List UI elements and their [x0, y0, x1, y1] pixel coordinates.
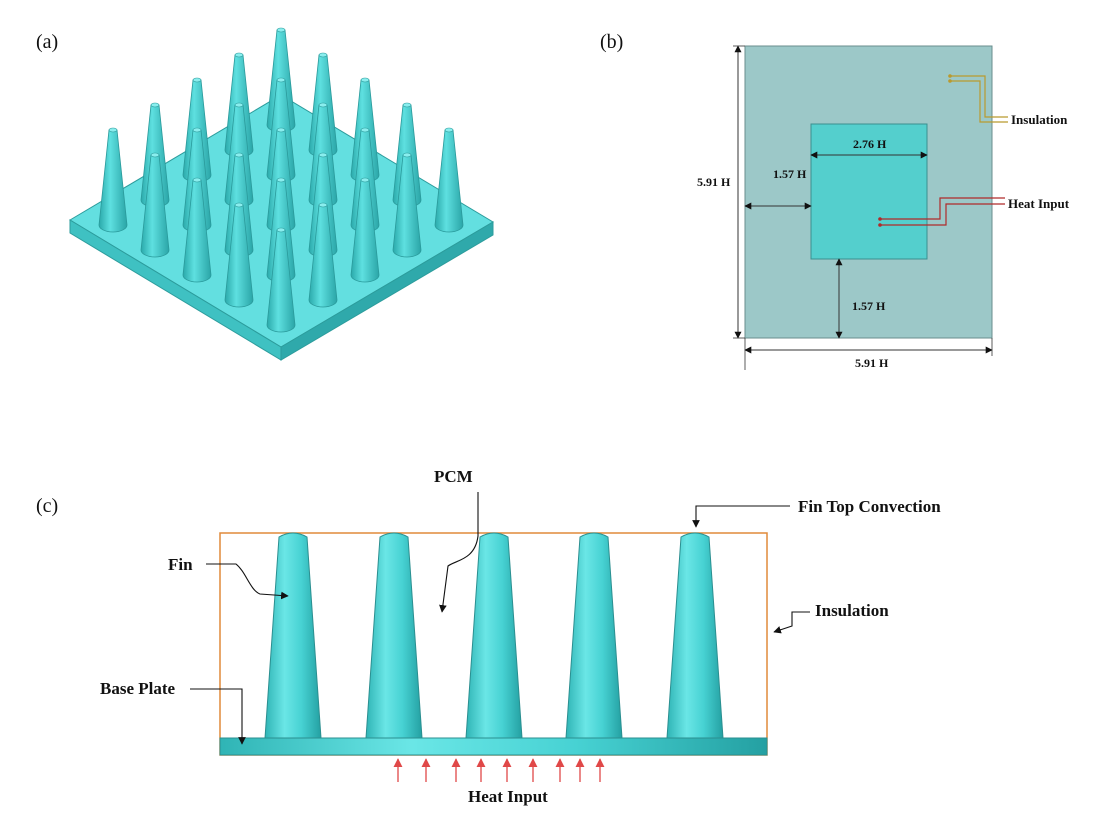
pin-fin — [224, 202, 254, 308]
pin-fin-tip — [276, 27, 286, 33]
pin-fin-tip — [150, 102, 160, 108]
pin-fin-tip — [234, 152, 244, 158]
pin-fin — [182, 177, 212, 283]
pin-fin-tip — [276, 127, 286, 133]
pin-fin-tip — [318, 202, 328, 208]
insulation-label-c: Insulation — [815, 601, 889, 620]
dim-left-gap-label: 1.57 H — [773, 167, 807, 181]
pin-fin — [308, 202, 338, 308]
heat-input-leader — [880, 197, 1005, 220]
base-plate-leader — [190, 688, 246, 745]
fin-top-convection-label: Fin Top Convection — [798, 497, 941, 516]
pin-fin — [434, 127, 464, 233]
pin-fin-body — [392, 154, 422, 258]
dim-width-label: 5.91 H — [855, 356, 889, 370]
panel-a-isometric-heatsink — [69, 27, 494, 361]
pin-fin-tip — [192, 77, 202, 83]
pin-fin-body — [350, 179, 380, 283]
pin-fin-tip — [402, 152, 412, 158]
pin-fin-tip — [318, 102, 328, 108]
pin-fin — [392, 152, 422, 258]
dim-height-label: 5.91 H — [697, 175, 731, 189]
panel-b-label: (b) — [600, 31, 623, 53]
insulation-leader-dot-2 — [948, 79, 952, 83]
pin-fin-tip — [192, 177, 202, 183]
pin-fin-tip — [276, 177, 286, 183]
insulation-leader-c — [773, 611, 810, 634]
pin-fin-tip — [360, 127, 370, 133]
panel-b-top-view: 5.91 H 5.91 H 2.76 H 1.57 H 1.57 H Insul… — [697, 45, 1070, 370]
pin-fin — [266, 227, 296, 333]
fin-body — [565, 532, 623, 739]
dim-plate-width-label: 2.76 H — [853, 137, 887, 151]
heat-input-label-c: Heat Input — [468, 787, 548, 806]
pin-fin-body — [266, 229, 296, 333]
fin-leader — [206, 563, 289, 600]
pin-fin-tip — [234, 52, 244, 58]
fin-body — [666, 532, 724, 739]
fin-label: Fin — [168, 555, 193, 574]
base-plate-section — [219, 737, 768, 756]
heat-leader-dot — [878, 217, 882, 221]
pin-fin-body — [140, 154, 170, 258]
fin-section — [565, 532, 623, 739]
pin-fin-tip — [402, 102, 412, 108]
heat-leader-dot-2 — [878, 223, 882, 227]
panel-c-cross-section: Heat Input PCM Fin Top Convection Fin In… — [100, 467, 941, 806]
fin-section — [365, 532, 423, 739]
heat-input-arrows — [393, 758, 605, 782]
insulation-leader — [950, 75, 1008, 118]
base-plate-right-side — [280, 221, 494, 361]
pin-fin-tip — [318, 52, 328, 58]
pin-fin-tip — [276, 77, 286, 83]
pin-fin — [140, 152, 170, 258]
pin-fin-body — [224, 204, 254, 308]
pin-fin-tip — [234, 202, 244, 208]
pin-fin-tip — [108, 127, 118, 133]
fin-body — [465, 532, 523, 739]
pin-fin-body — [182, 179, 212, 283]
insulation-leader-2 — [950, 80, 1008, 123]
heat-input-leader-2 — [880, 203, 1005, 226]
pin-fin-tip — [234, 102, 244, 108]
heated-plate-square — [810, 123, 928, 260]
pin-fin-tip — [360, 177, 370, 183]
fin-section — [264, 532, 322, 739]
fin-body — [365, 532, 423, 739]
pcm-label: PCM — [434, 467, 473, 486]
fin-top-leader — [692, 505, 790, 528]
insulation-label-b: Insulation — [1011, 112, 1068, 127]
panel-c-label: (c) — [36, 495, 58, 517]
panel-a-label: (a) — [36, 31, 58, 53]
pin-fin — [98, 127, 128, 233]
pin-fin-array — [98, 27, 464, 333]
fin-row — [264, 532, 724, 739]
base-plate-label: Base Plate — [100, 679, 176, 698]
pcm-leader — [439, 492, 479, 613]
fin-body — [264, 532, 322, 739]
pin-fin-tip — [150, 152, 160, 158]
pin-fin-tip — [192, 127, 202, 133]
heat-input-label-b: Heat Input — [1008, 196, 1070, 211]
pin-fin-body — [98, 129, 128, 233]
fin-section — [465, 532, 523, 739]
insulation-leader-dot — [948, 74, 952, 78]
pin-fin-tip — [318, 152, 328, 158]
pin-fin-tip — [276, 227, 286, 233]
pin-fin-tip — [360, 77, 370, 83]
pin-fin-body — [308, 204, 338, 308]
dim-bottom-gap-label: 1.57 H — [852, 299, 886, 313]
fin-section — [666, 532, 724, 739]
pin-fin — [350, 177, 380, 283]
pin-fin-body — [434, 129, 464, 233]
pin-fin-tip — [444, 127, 454, 133]
